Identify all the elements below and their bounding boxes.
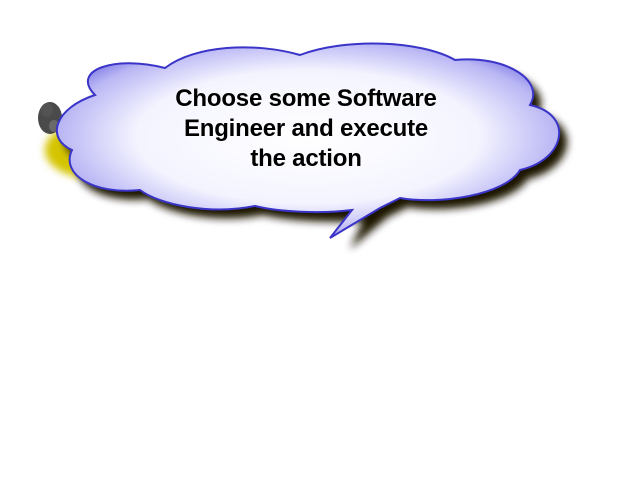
message-line: Choose some Software [175,85,437,112]
bubble-body [55,42,561,239]
message-line: Engineer and execute [183,115,429,142]
bubble-message: Choose some Software Engineer and execut… [150,84,462,174]
bubble-wisp [38,102,62,134]
message-line: the action [250,145,362,172]
